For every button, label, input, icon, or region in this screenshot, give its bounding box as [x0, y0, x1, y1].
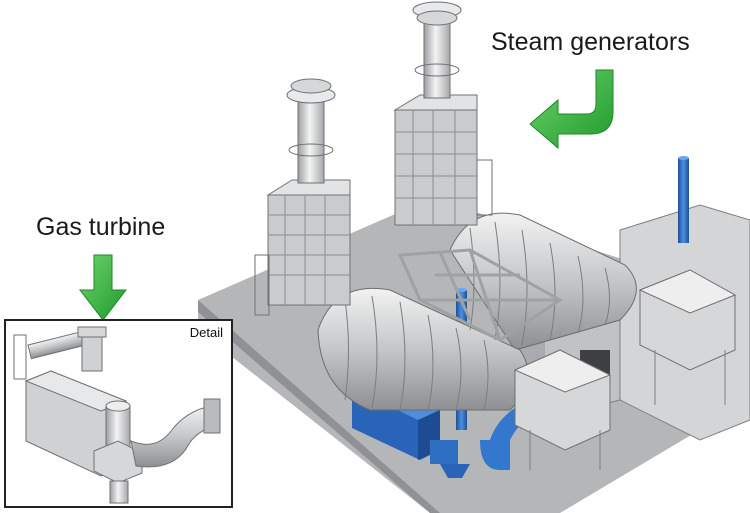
hrsg-cylinders: [317, 212, 637, 411]
steam-generator-right: [393, 1, 493, 226]
detail-inset: Detail: [4, 319, 233, 508]
steam-generators-arrow: [529, 69, 614, 150]
gas-turbine-label: Gas turbine: [36, 213, 166, 241]
gas-turbine-arrow: [78, 254, 128, 321]
truss-frame: [397, 248, 563, 342]
gas-turbine-detail-drawing: [13, 326, 221, 504]
filter-houses: [513, 269, 737, 470]
steam-generator-left: [254, 78, 351, 316]
detail-label: Detail: [189, 325, 223, 340]
steam-generators-label: Steam generators: [491, 28, 690, 56]
